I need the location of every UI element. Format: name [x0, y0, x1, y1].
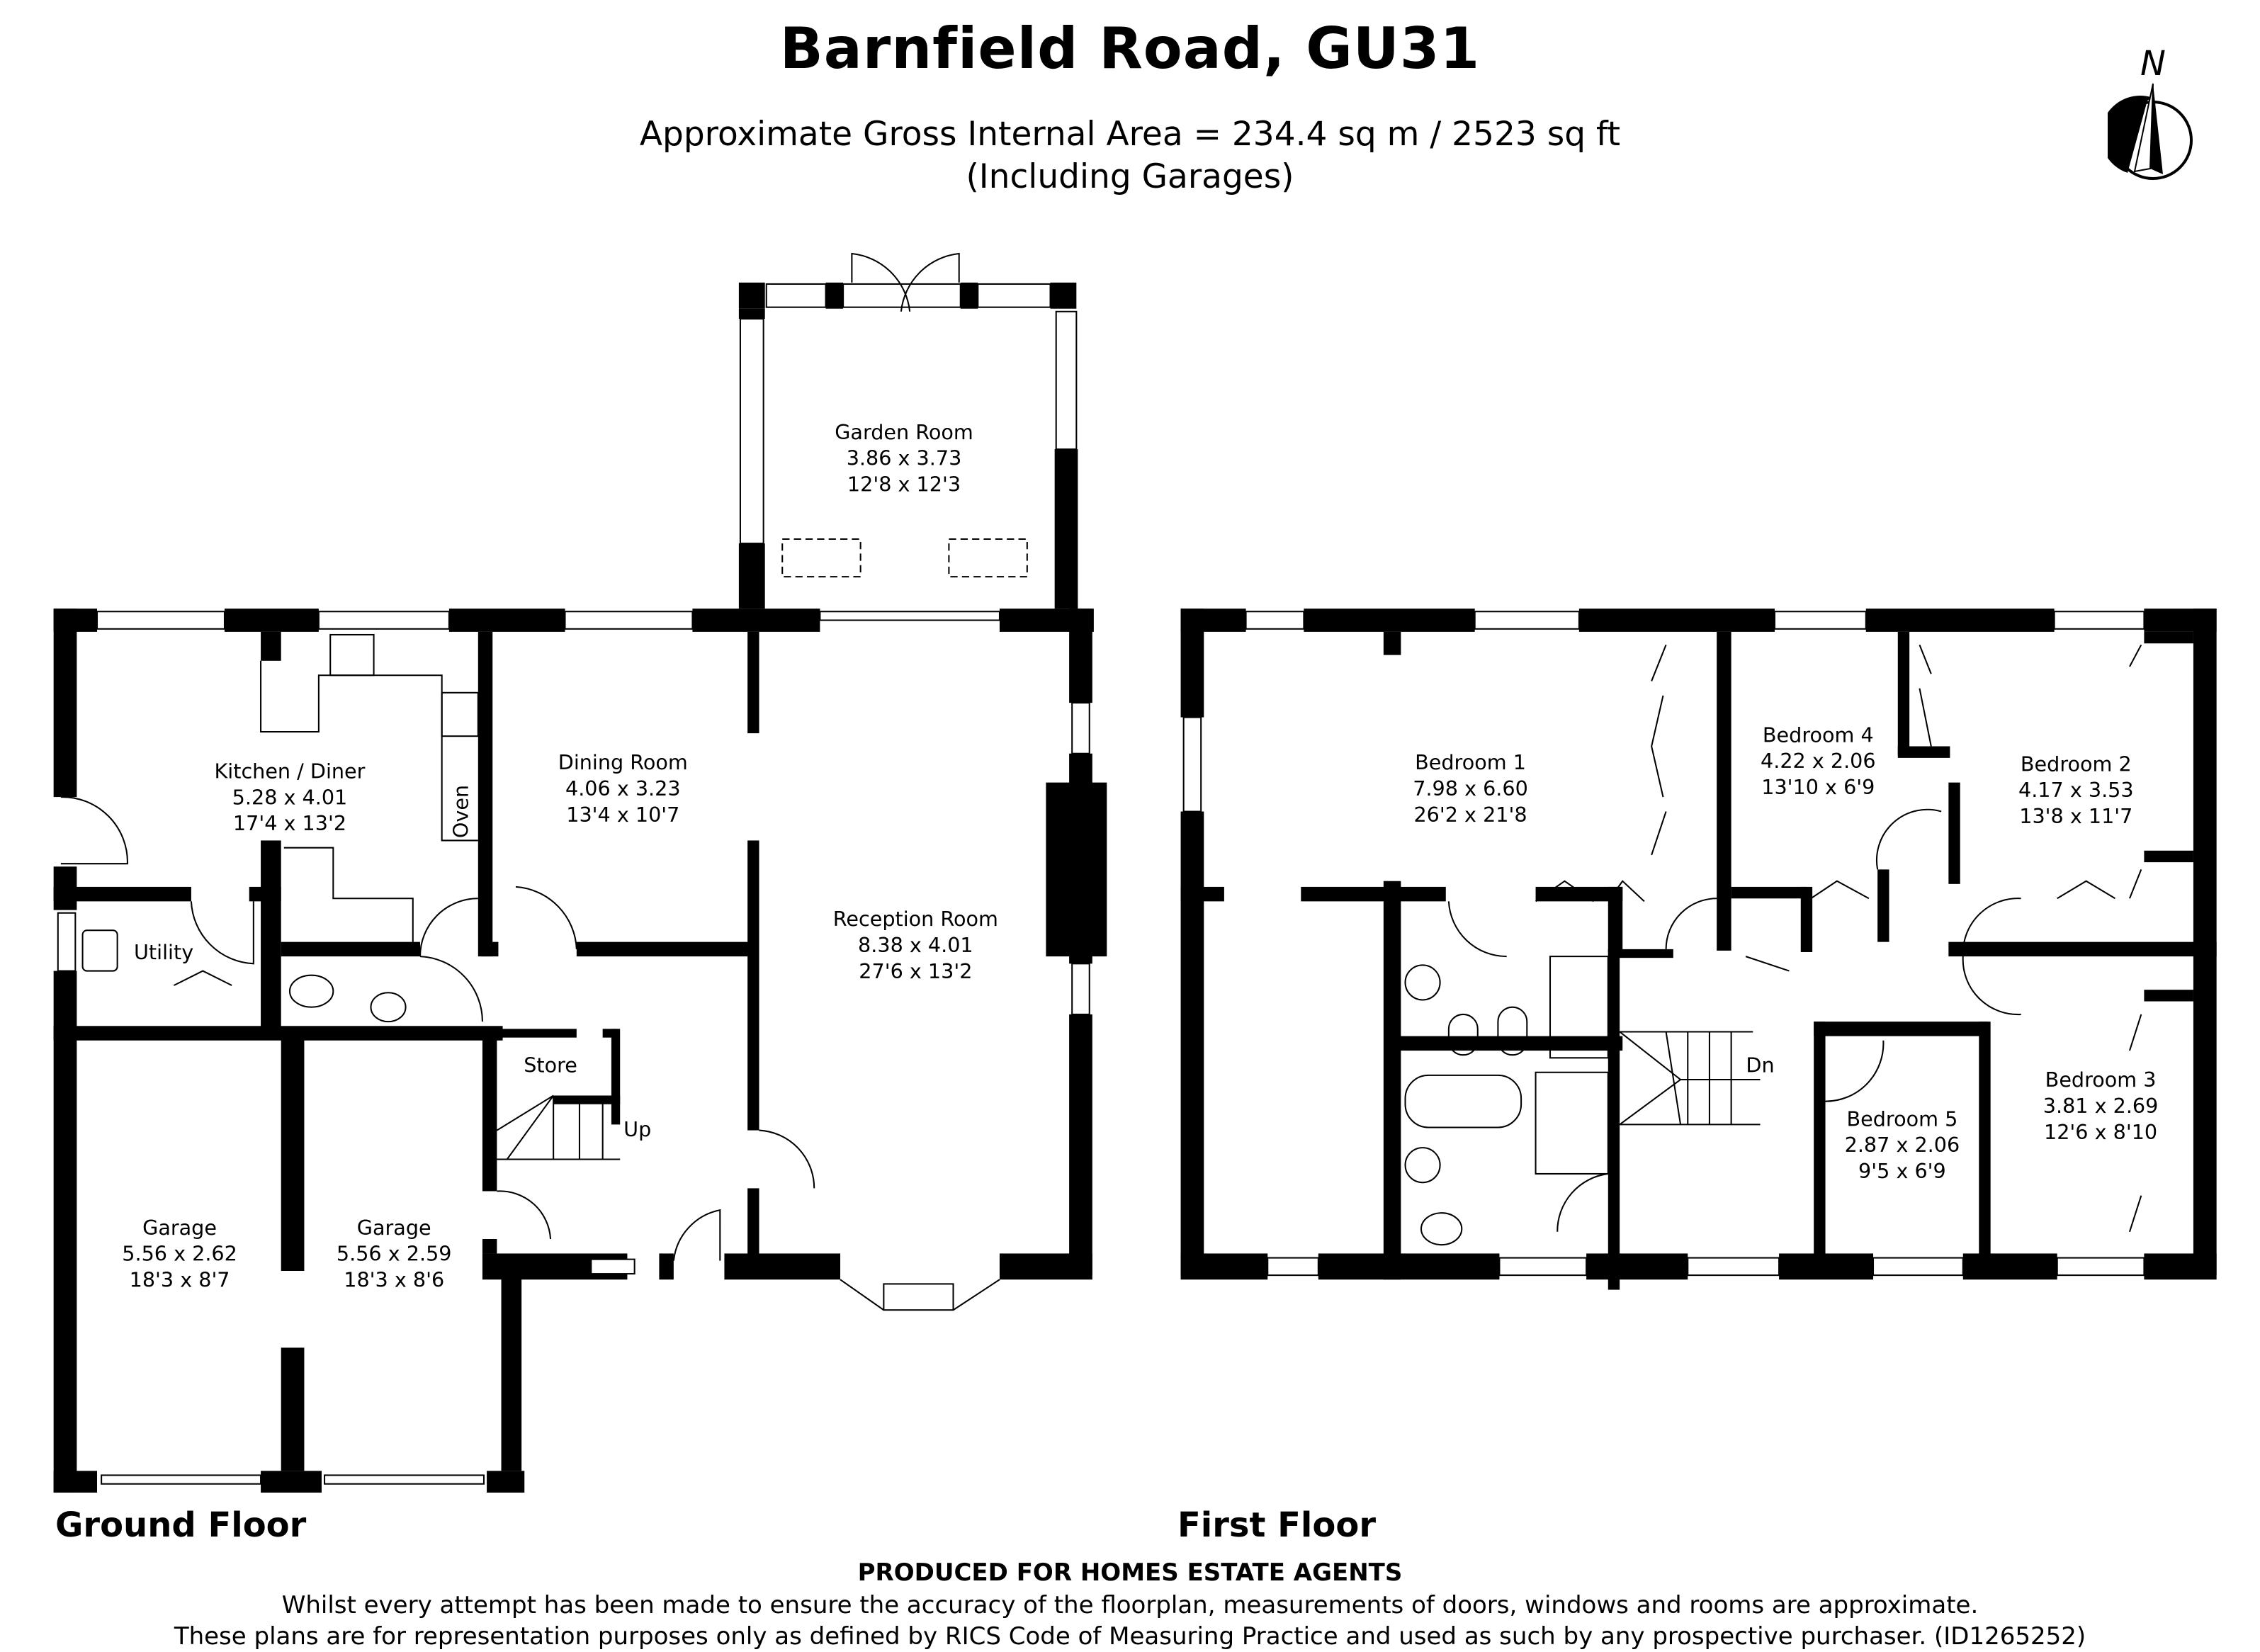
produced-for: PRODUCED FOR HOMES ESTATE AGENTS	[857, 1558, 1403, 1587]
disclaimer-line-1: Whilst every attempt has been made to en…	[281, 1591, 1979, 1619]
plan-title: Barnfield Road, GU31	[779, 16, 1481, 81]
area-summary: Approximate Gross Internal Area = 234.4 …	[0, 113, 2260, 198]
room-imperial-bedroom-1: 26'2 x 21'8	[1413, 803, 1527, 827]
room-name-store: Store	[524, 1053, 577, 1077]
room-metric-reception: 8.38 x 4.01	[858, 933, 973, 957]
room-metric-bedroom-5: 2.87 x 2.06	[1845, 1133, 1960, 1157]
room-name-bedroom-5: Bedroom 5	[1847, 1107, 1958, 1131]
room-metric-garage-1: 5.56 x 2.62	[122, 1242, 237, 1266]
room-name-bedroom-4: Bedroom 4	[1763, 723, 1874, 747]
room-metric-kitchen: 5.28 x 4.01	[232, 785, 348, 809]
room-name-garage-1: Garage	[142, 1216, 217, 1240]
ground-floor-label: Ground Floor	[55, 1505, 307, 1545]
room-imperial-bedroom-5: 9'5 x 6'9	[1858, 1159, 1946, 1183]
first-floor-label: First Floor	[1177, 1505, 1377, 1545]
room-metric-garden-room: 3.86 x 3.73	[847, 446, 962, 470]
room-name-kitchen: Kitchen / Diner	[215, 759, 366, 783]
room-imperial-bedroom-2: 13'8 x 11'7	[2019, 804, 2132, 828]
room-metric-bedroom-1: 7.98 x 6.60	[1413, 776, 1528, 800]
room-imperial-reception: 27'6 x 13'2	[859, 959, 972, 983]
room-name-bedroom-2: Bedroom 2	[2021, 752, 2132, 776]
room-metric-bedroom-2: 4.17 x 3.53	[2018, 778, 2134, 802]
room-imperial-kitchen: 17'4 x 13'2	[233, 811, 346, 835]
north-arrow-icon: N	[2108, 44, 2193, 180]
stairs-up-label: Up	[623, 1117, 651, 1141]
room-metric-bedroom-4: 4.22 x 2.06	[1761, 749, 1876, 773]
room-imperial-bedroom-4: 13'10 x 6'9	[1761, 775, 1875, 799]
area-note: (Including Garages)	[966, 157, 1294, 196]
room-name-utility: Utility	[134, 940, 193, 964]
room-name-garage-2: Garage	[357, 1216, 431, 1240]
room-name-reception: Reception Room	[833, 907, 998, 931]
room-imperial-garage-2: 18'3 x 8'6	[344, 1268, 444, 1292]
room-metric-garage-2: 5.56 x 2.59	[337, 1242, 452, 1266]
gross-internal-area: Approximate Gross Internal Area = 234.4 …	[639, 115, 1621, 154]
room-imperial-garden-room: 12'8 x 12'3	[847, 472, 961, 496]
north-label: N	[2140, 44, 2166, 84]
room-imperial-dining: 13'4 x 10'7	[566, 803, 679, 827]
room-name-garden-room: Garden Room	[835, 420, 973, 444]
disclaimer-line-2: These plans are for representation purpo…	[174, 1622, 2086, 1651]
room-name-bedroom-1: Bedroom 1	[1415, 750, 1526, 774]
room-imperial-garage-1: 18'3 x 8'7	[130, 1268, 230, 1292]
room-metric-dining: 4.06 x 3.23	[565, 776, 681, 800]
room-imperial-bedroom-3: 12'6 x 8'10	[2044, 1120, 2157, 1144]
room-metric-bedroom-3: 3.81 x 2.69	[2043, 1094, 2159, 1118]
room-name-bedroom-3: Bedroom 3	[2045, 1068, 2157, 1092]
room-name-dining: Dining Room	[558, 750, 688, 774]
oven-label: Oven	[448, 785, 473, 838]
stairs-down-label: Dn	[1746, 1053, 1774, 1077]
